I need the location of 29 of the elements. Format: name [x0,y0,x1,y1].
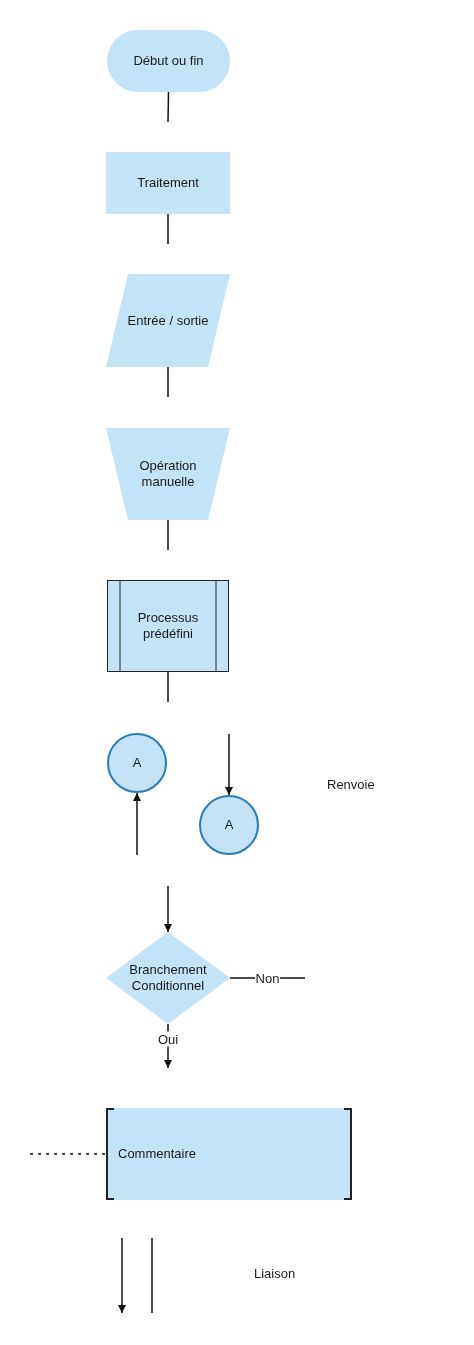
section-label: Renvoie [327,777,375,792]
node-text: A [223,817,235,833]
dashed-connector [29,1153,107,1155]
manual-operation-trapezoid [106,428,230,520]
section-label: Liaison [254,1266,296,1281]
process-box [106,152,230,214]
node-text: Processus prédéfini [136,610,200,642]
connector-line [167,519,169,551]
arrow [164,885,172,933]
node-text: Entrée / sortie [126,312,210,329]
connector-circle [107,733,167,793]
connector-line [167,213,169,245]
connector-line [167,671,169,703]
connector-line [167,366,169,398]
node-text: Traitement [136,175,200,191]
node-text: Début ou fin [132,53,205,69]
node-text: Commentaire [118,1146,198,1162]
node-text: Opération manuelle [138,458,198,490]
predefined-process-box [107,580,229,672]
comment-box [106,1108,352,1200]
input-output-parallelogram [106,274,230,367]
edge-label: Oui [156,1031,180,1047]
arrow [133,792,141,856]
decision-diamond [106,932,230,1024]
arrow [225,733,233,796]
connector-line [167,91,170,123]
connector-circle [199,795,259,855]
node-text: A [131,755,143,771]
node-text: Branchement Conditionnel [128,962,208,994]
